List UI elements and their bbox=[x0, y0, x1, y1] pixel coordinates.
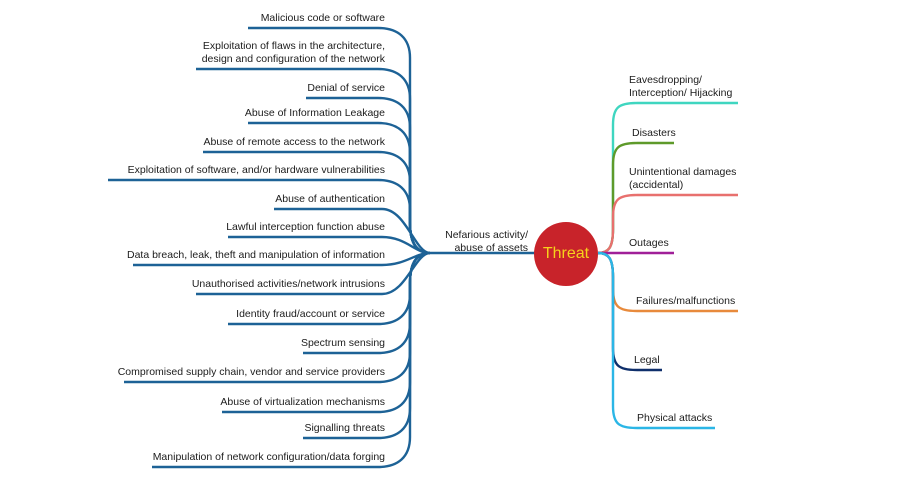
right-branch-line bbox=[597, 193, 738, 255]
right-branch-label-line: Eavesdropping/ bbox=[629, 74, 702, 86]
left-branch-label-line: Spectrum sensing bbox=[300, 337, 385, 349]
left-branch-label-line: Compromised supply chain, vendor and ser… bbox=[117, 366, 385, 378]
right-branch-label[interactable]: Physical attacks bbox=[637, 412, 712, 425]
left-branch-label[interactable]: Identity fraud/account or service bbox=[236, 308, 385, 321]
left-branch-label[interactable]: Exploitation of flaws in the architectur… bbox=[202, 40, 385, 66]
left-branch-line bbox=[108, 178, 431, 255]
right-branch-label-line: Unintentional damages bbox=[629, 166, 737, 178]
right-branch-label-line: Failures/malfunctions bbox=[636, 295, 736, 307]
left-branch-label[interactable]: Abuse of virtualization mechanisms bbox=[220, 396, 385, 409]
left-branch-label-line: Abuse of virtualization mechanisms bbox=[220, 396, 385, 408]
left-branch-label-line: Malicious code or software bbox=[260, 12, 385, 24]
left-branch-label[interactable]: Denial of service bbox=[307, 82, 385, 95]
right-branch-label[interactable]: Eavesdropping/Interception/ Hijacking bbox=[629, 74, 732, 100]
right-branch-label-line: Physical attacks bbox=[637, 412, 713, 424]
left-branch-label[interactable]: Spectrum sensing bbox=[301, 337, 385, 350]
left-branch-label[interactable]: Abuse of remote access to the network bbox=[203, 136, 385, 149]
left-branch-label[interactable]: Abuse of Information Leakage bbox=[245, 107, 385, 120]
hub-label-line2: abuse of assets bbox=[454, 242, 528, 254]
left-branch-label-line: design and configuration of the network bbox=[201, 53, 385, 65]
left-branch-label-line: Abuse of authentication bbox=[275, 193, 385, 205]
right-branch-line bbox=[597, 251, 715, 430]
right-branch-label[interactable]: Legal bbox=[634, 354, 660, 367]
left-branch-label[interactable]: Lawful interception function abuse bbox=[226, 221, 385, 234]
left-branch-label[interactable]: Unauthorised activities/network intrusio… bbox=[192, 278, 385, 291]
left-branch-label-line: Abuse of remote access to the network bbox=[203, 136, 385, 148]
right-branch-label[interactable]: Failures/malfunctions bbox=[636, 295, 735, 308]
left-branch-label-line: Denial of service bbox=[307, 82, 385, 94]
right-branch-label[interactable]: Unintentional damages(accidental) bbox=[629, 166, 736, 192]
left-branch-label[interactable]: Abuse of authentication bbox=[275, 193, 385, 206]
right-branch-label[interactable]: Disasters bbox=[632, 127, 676, 140]
left-branch-label[interactable]: Compromised supply chain, vendor and ser… bbox=[118, 366, 385, 379]
right-branch-label-line: Interception/ Hijacking bbox=[629, 87, 733, 99]
left-branch-label-line: Identity fraud/account or service bbox=[236, 308, 385, 320]
left-branch-label-line: Unauthorised activities/network intrusio… bbox=[191, 278, 385, 290]
right-branch-label-line: Disasters bbox=[632, 127, 676, 139]
central-topic-label: Threat bbox=[542, 245, 590, 262]
hub-label-line1: Nefarious activity/ bbox=[445, 229, 528, 241]
left-branch-label-line: Lawful interception function abuse bbox=[226, 221, 385, 233]
right-branch-label-line: (accidental) bbox=[629, 179, 684, 191]
right-branch-label-line: Legal bbox=[634, 354, 660, 366]
hub-label: Nefarious activity/ abuse of assets bbox=[430, 229, 528, 255]
left-branch-label[interactable]: Exploitation of software, and/or hardwar… bbox=[128, 164, 385, 177]
left-branch-label[interactable]: Manipulation of network configuration/da… bbox=[153, 451, 385, 464]
left-branch-line bbox=[152, 251, 431, 469]
left-branch-label-line: Exploitation of software, and/or hardwar… bbox=[127, 164, 385, 176]
left-branch-label-line: Manipulation of network configuration/da… bbox=[152, 451, 385, 463]
right-branch-label-line: Outages bbox=[629, 237, 669, 249]
left-branch-label-line: Signalling threats bbox=[304, 422, 385, 434]
left-branch-label[interactable]: Data breach, leak, theft and manipulatio… bbox=[127, 249, 385, 262]
right-branch-label[interactable]: Outages bbox=[629, 237, 669, 250]
left-branch-label[interactable]: Malicious code or software bbox=[261, 12, 385, 25]
left-branch-line bbox=[222, 251, 431, 414]
left-branch-label-line: Abuse of Information Leakage bbox=[244, 107, 385, 119]
left-branch-label-line: Exploitation of flaws in the architectur… bbox=[202, 40, 385, 52]
left-branch-label[interactable]: Signalling threats bbox=[304, 422, 385, 435]
left-branch-label-line: Data breach, leak, theft and manipulatio… bbox=[127, 249, 385, 261]
central-topic-node[interactable]: Threat bbox=[534, 222, 598, 286]
